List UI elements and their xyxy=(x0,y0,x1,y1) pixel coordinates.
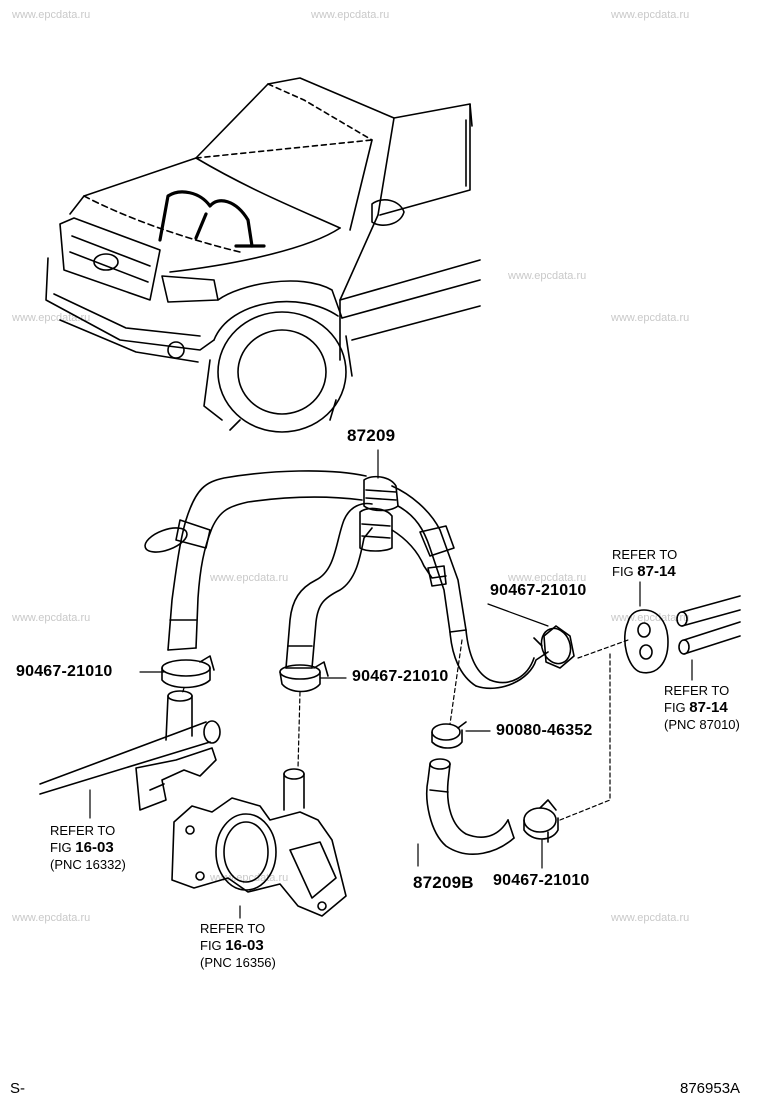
grommet-drawing xyxy=(624,609,669,674)
hose-87209b-drawing xyxy=(426,758,515,855)
reference-pnc: (PNC 87010) xyxy=(664,717,740,732)
part-label-clip-90080[interactable]: 90080-46352 xyxy=(496,722,593,739)
watermark: www.epcdata.ru xyxy=(508,572,587,584)
clamp-bottom-drawing xyxy=(523,799,559,843)
reference-pnc: (PNC 16332) xyxy=(50,857,126,872)
water-pipe-drawing xyxy=(39,690,221,811)
heater-pipes-drawing xyxy=(676,595,741,655)
dashed-guide-lines xyxy=(181,639,629,821)
leader-lines xyxy=(89,449,693,919)
reference-fig-line: FIG 16-03 xyxy=(200,937,276,954)
fig-prefix: FIG xyxy=(200,938,222,953)
clamp-left-drawing xyxy=(161,655,215,689)
reference-fig-line: FIG 16-03 xyxy=(50,839,126,856)
watermark: www.epcdata.ru xyxy=(311,9,390,21)
part-label-87209[interactable]: 87209 xyxy=(347,426,396,445)
reference-pnc: (PNC 16356) xyxy=(200,955,276,970)
watermark: www.epcdata.ru xyxy=(12,312,91,324)
watermark: www.epcdata.ru xyxy=(12,612,91,624)
fig-number: 16-03 xyxy=(75,839,114,856)
part-label-clamp-bottom[interactable]: 90467-21010 xyxy=(493,872,590,889)
fig-number: 87-14 xyxy=(689,699,728,716)
water-outlet-housing-drawing xyxy=(171,768,347,917)
fig-prefix: FIG xyxy=(664,700,686,715)
fig-prefix: FIG xyxy=(50,840,72,855)
reference-fig-16-03-center[interactable]: REFER TO FIG 16-03 (PNC 16356) xyxy=(200,920,276,971)
reference-fig-line: FIG 87-14 xyxy=(664,699,740,716)
watermark: www.epcdata.ru xyxy=(12,912,91,924)
clamp-right-drawing xyxy=(533,625,575,669)
watermark: www.epcdata.ru xyxy=(611,9,690,21)
watermark: www.epcdata.ru xyxy=(611,312,690,324)
watermark: www.epcdata.ru xyxy=(210,572,289,584)
watermark: www.epcdata.ru xyxy=(508,270,587,282)
watermark: www.epcdata.ru xyxy=(12,9,91,21)
watermark: www.epcdata.ru xyxy=(210,872,289,884)
fig-number: 87-14 xyxy=(637,563,676,580)
part-label-clamp-center[interactable]: 90467-21010 xyxy=(352,668,449,685)
clamp-center-drawing xyxy=(279,661,329,693)
fig-number: 16-03 xyxy=(225,937,264,954)
reference-line: REFER TO xyxy=(664,683,730,698)
footer-left-code: S- xyxy=(10,1080,25,1097)
part-label-clamp-left[interactable]: 90467-21010 xyxy=(16,663,113,680)
fig-prefix: FIG xyxy=(612,564,634,579)
watermark: www.epcdata.ru xyxy=(611,912,690,924)
reference-fig-16-03-left[interactable]: REFER TO FIG 16-03 (PNC 16332) xyxy=(50,822,126,873)
part-label-87209b[interactable]: 87209B xyxy=(413,873,474,892)
reference-fig-87-14-bottom[interactable]: REFER TO FIG 87-14 (PNC 87010) xyxy=(664,682,740,733)
reference-line: REFER TO xyxy=(200,921,266,936)
clip-90080-drawing xyxy=(431,721,467,749)
vehicle-illustration xyxy=(45,77,481,433)
reference-fig-line: FIG 87-14 xyxy=(612,563,677,580)
illustration-number: 876953A xyxy=(680,1080,741,1097)
reference-line: REFER TO xyxy=(50,823,116,838)
reference-fig-87-14-top[interactable]: REFER TO FIG 87-14 xyxy=(612,546,677,580)
hose-87209-drawing xyxy=(144,470,549,690)
part-label-clamp-right[interactable]: 90467-21010 xyxy=(490,582,587,599)
reference-line: REFER TO xyxy=(612,547,678,562)
